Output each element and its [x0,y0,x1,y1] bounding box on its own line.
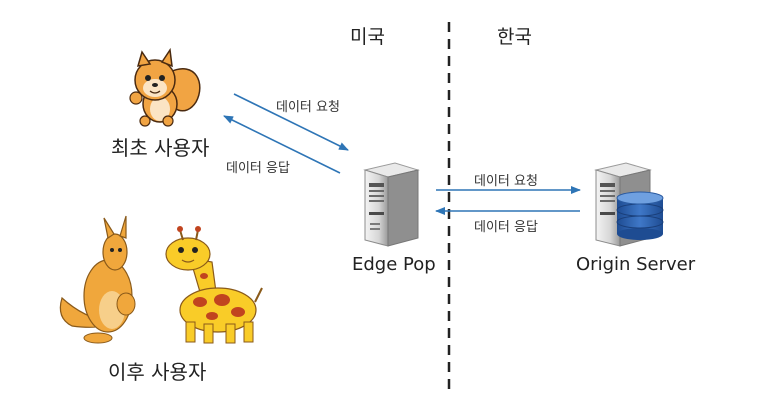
first-user-label: 최초 사용자 [111,132,209,161]
edge-request-label: 데이터 요청 [474,170,538,189]
squirrel-mascot-icon [130,50,200,126]
user-request-label: 데이터 요청 [276,96,340,115]
later-user-label: 이후 사용자 [108,356,206,385]
server-database-icon [596,163,663,246]
edge-response-label: 데이터 응답 [474,216,538,235]
region-label-usa: 미국 [350,22,385,49]
kangaroo-mascot-icon [60,216,135,343]
user-response-label: 데이터 응답 [226,157,290,176]
edge-pop-label: Edge Pop [352,254,436,275]
giraffe-mascot-icon [166,226,262,343]
region-label-korea: 한국 [497,22,532,49]
origin-server-label: Origin Server [576,254,695,275]
server-tower-icon [365,163,418,246]
